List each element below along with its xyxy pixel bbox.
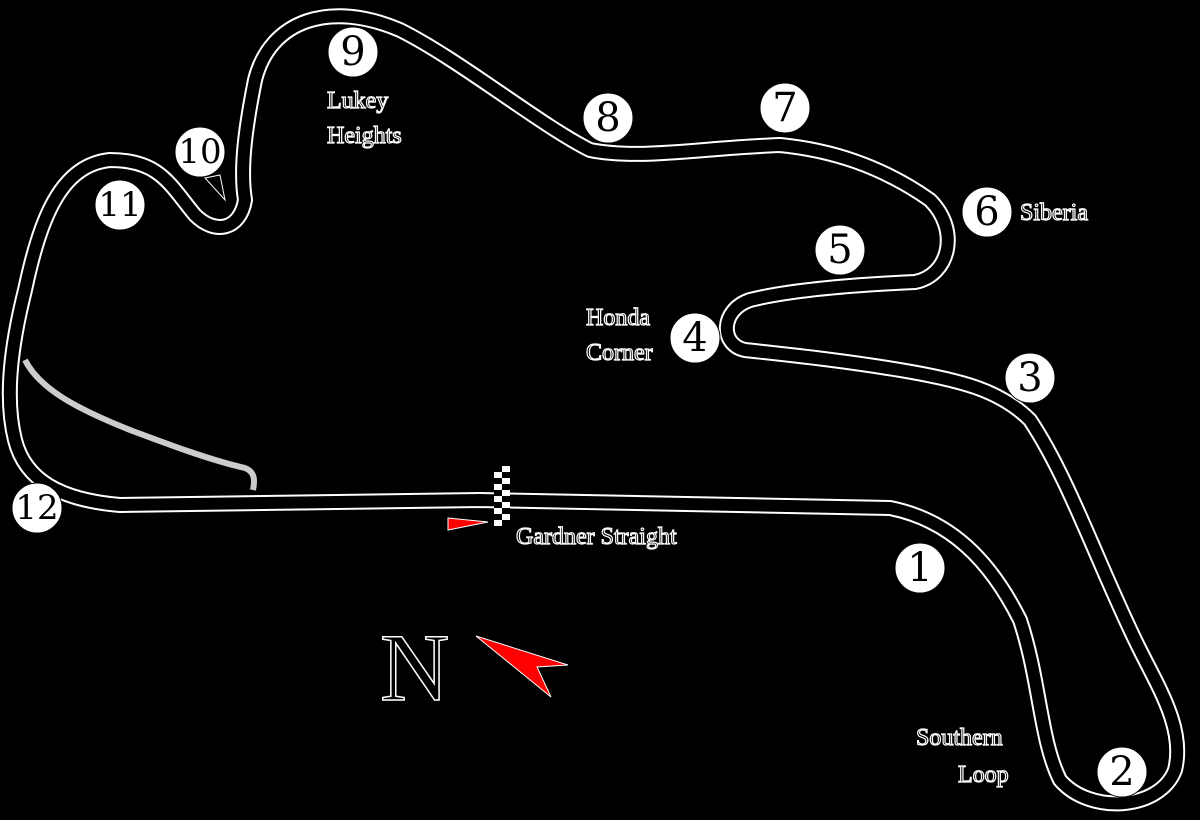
- svg-text:7: 7: [772, 85, 797, 131]
- svg-text:6: 6: [974, 189, 999, 235]
- label-lukey: Lukey: [327, 88, 388, 114]
- svg-text:5: 5: [827, 227, 852, 273]
- label-southern: Southern: [916, 725, 1003, 751]
- label-honda: Honda: [586, 305, 650, 331]
- corner-marker-7: 7: [759, 82, 811, 134]
- pit-lane: [22, 358, 257, 491]
- svg-text:12: 12: [15, 488, 58, 528]
- track: [1, 8, 1186, 812]
- corner-marker-3: 3: [1004, 352, 1056, 404]
- corner-marker-4: 4: [669, 312, 721, 364]
- svg-text:9: 9: [340, 29, 365, 75]
- label-gardner-straight: Gardner Straight: [516, 524, 677, 550]
- svg-text:8: 8: [595, 95, 620, 141]
- svg-text:4: 4: [682, 315, 707, 361]
- north-arrow-icon: [475, 635, 569, 698]
- label-heights: Heights: [327, 123, 402, 149]
- svg-text:1: 1: [907, 545, 932, 591]
- direction-flag-icon: [447, 517, 489, 531]
- corner-marker-1: 1: [894, 542, 946, 594]
- label-loop: Loop: [958, 762, 1009, 788]
- svg-text:10: 10: [178, 132, 221, 172]
- start-finish-line: [494, 466, 510, 526]
- corner-marker-2: 2: [1096, 746, 1148, 798]
- corner-10-pointer-icon: [204, 174, 226, 202]
- corner-marker-8: 8: [582, 92, 634, 144]
- label-siberia: Siberia: [1020, 200, 1088, 226]
- corner-marker-12: 12: [11, 482, 63, 534]
- corner-marker-10: 10: [174, 126, 226, 178]
- svg-text:3: 3: [1017, 355, 1042, 401]
- north-letter: N: [380, 614, 449, 721]
- label-corner: Corner: [586, 340, 653, 366]
- corner-marker-5: 5: [814, 224, 866, 276]
- corner-marker-9: 9: [327, 26, 379, 78]
- corner-marker-6: 6: [961, 186, 1013, 238]
- corner-marker-11: 11: [94, 179, 146, 231]
- svg-text:11: 11: [98, 185, 141, 225]
- svg-text:2: 2: [1109, 749, 1134, 795]
